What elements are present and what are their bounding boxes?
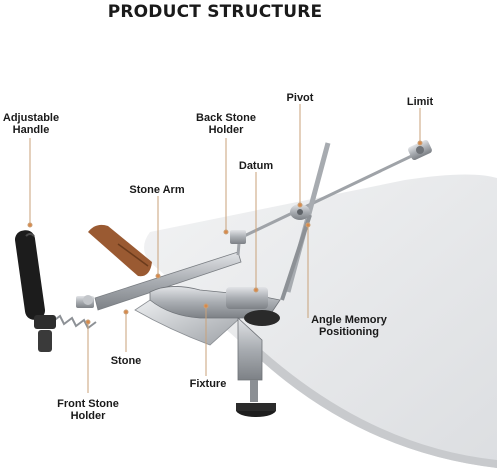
label-stone-arm: Stone Arm <box>129 184 185 196</box>
front-stone-holder <box>51 295 97 330</box>
page-title: PRODUCT STRUCTURE <box>107 2 323 22</box>
callout-leaders <box>27 104 423 393</box>
guide-rod <box>239 150 421 240</box>
limit-clamp <box>408 139 432 161</box>
stone-arm <box>94 230 246 311</box>
label-limit: Limit <box>406 96 434 108</box>
pivot-joint <box>290 204 310 220</box>
fixture-clamp <box>149 286 281 417</box>
label-fixture: Fixture <box>189 378 227 390</box>
label-back-stone-holder: Back Stone Holder <box>196 112 256 136</box>
table-surface <box>144 174 497 468</box>
label-datum: Datum <box>238 160 274 172</box>
label-pivot: Pivot <box>286 92 314 104</box>
label-angle-memory-positioning: Angle Memory Positioning <box>311 314 387 338</box>
adjustable-handle <box>14 230 56 352</box>
label-front-stone-holder: Front Stone Holder <box>57 398 119 422</box>
label-adjustable-handle: Adjustable Handle <box>2 112 60 136</box>
label-stone: Stone <box>110 355 142 367</box>
